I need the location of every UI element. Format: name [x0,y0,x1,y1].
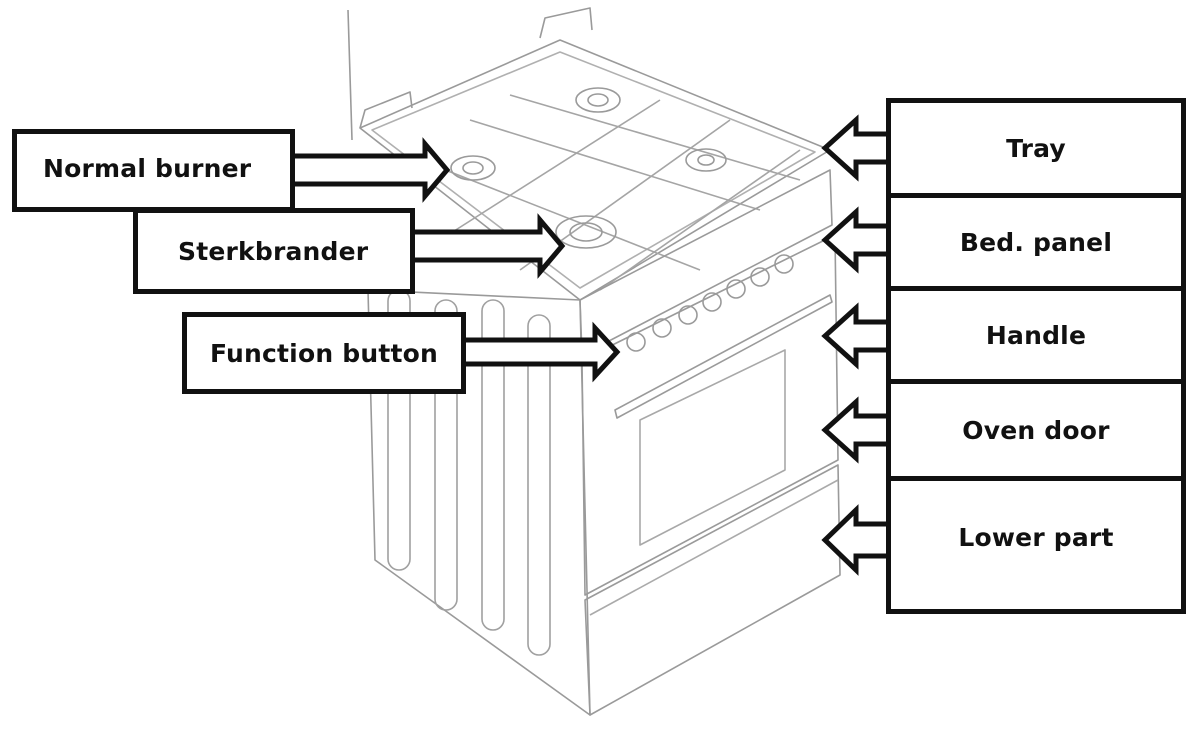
arrow-lower-part [821,504,888,576]
hinge-right [539,7,593,39]
burner-back-left [575,87,621,113]
side-panel [367,289,591,716]
label-tray: Tray [886,98,1186,198]
oven-window [639,349,786,546]
arrow-tray [821,114,888,182]
burner-normal [450,155,496,181]
burner-sterk [555,215,617,249]
arrow-normal-burner [292,137,451,203]
label-sterkbrander: Sterkbrander [133,208,415,294]
arrow-handle [821,302,888,370]
label-handle: Handle [886,286,1186,384]
arrow-oven-door [821,396,888,464]
label-text: Function button [209,338,438,368]
label-text: Normal burner [43,154,252,183]
label-bed-panel: Bed. panel [886,193,1186,291]
burner-back-right [685,148,727,172]
label-text: Sterkbrander [178,236,369,266]
label-oven-door: Oven door [886,379,1186,481]
label-text: Bed. panel [959,227,1113,257]
arrow-sterkbrander [410,213,566,279]
label-lower-part: Lower part [886,476,1186,614]
label-text: Tray [1006,133,1066,163]
label-text: Handle [985,320,1087,350]
label-text: Oven door [962,415,1110,445]
arrow-bed-panel [821,206,888,274]
oven-handle-bar [614,294,833,419]
label-text: Lower part [958,523,1114,552]
arrow-function-button [463,321,621,383]
hinge-left [359,91,413,129]
label-function-button: Function button [182,312,466,394]
oven-door-shape [581,234,839,596]
label-normal-burner: Normal burner [12,129,295,212]
back-wall-line [347,9,353,141]
